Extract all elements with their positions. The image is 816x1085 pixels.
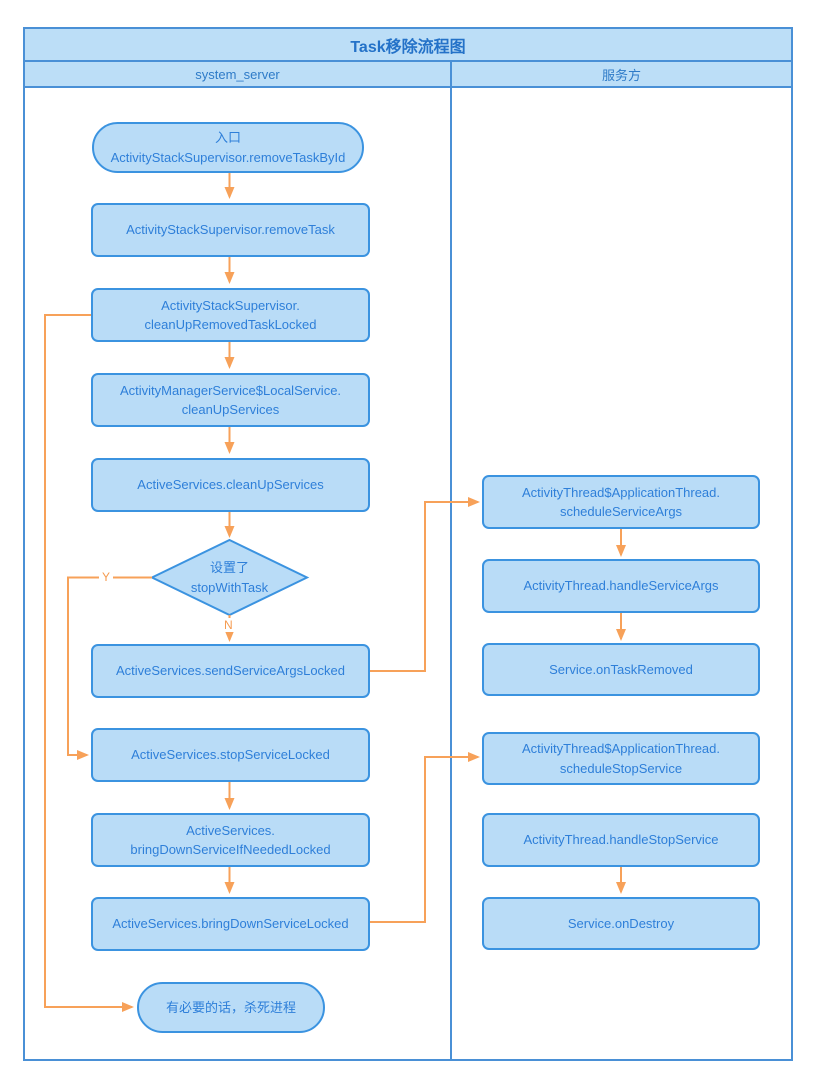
node-on-task-removed: Service.onTaskRemoved: [482, 643, 760, 696]
lane-header-system-server: system_server: [25, 62, 452, 86]
decision-label-stop-with-task: 设置了 stopWithTask: [190, 560, 269, 595]
node-schedule-stop-service: ActivityThread$ApplicationThread. schedu…: [482, 732, 760, 785]
node-active-services-cleanup: ActiveServices.cleanUpServices: [91, 458, 370, 512]
diagram-title: Task移除流程图: [25, 29, 791, 62]
node-remove-task: ActivityStackSupervisor.removeTask: [91, 203, 370, 257]
node-send-service-args-locked: ActiveServices.sendServiceArgsLocked: [91, 644, 370, 698]
node-handle-stop-service: ActivityThread.handleStopService: [482, 813, 760, 867]
node-bring-down-service-locked: ActiveServices.bringDownServiceLocked: [91, 897, 370, 951]
node-entry-remove-task-by-id: 入口 ActivityStackSupervisor.removeTaskByI…: [92, 122, 364, 173]
node-ams-local-service-cleanup: ActivityManagerService$LocalService. cle…: [91, 373, 370, 427]
node-on-destroy: Service.onDestroy: [482, 897, 760, 950]
branch-label-yes: Y: [99, 570, 114, 584]
lane-header-service-side: 服务方: [452, 62, 791, 86]
node-handle-service-args: ActivityThread.handleServiceArgs: [482, 559, 760, 613]
branch-label-no: N: [221, 618, 236, 632]
node-kill-process-if-needed: 有必要的话，杀死进程: [137, 982, 325, 1033]
node-schedule-service-args: ActivityThread$ApplicationThread. schedu…: [482, 475, 760, 529]
node-stop-service-locked: ActiveServices.stopServiceLocked: [91, 728, 370, 782]
node-cleanup-removed-task-locked: ActivityStackSupervisor. cleanUpRemovedT…: [91, 288, 370, 342]
lane-header-row: system_server 服务方: [25, 62, 791, 88]
node-bring-down-service-if-needed: ActiveServices. bringDownServiceIfNeeded…: [91, 813, 370, 867]
